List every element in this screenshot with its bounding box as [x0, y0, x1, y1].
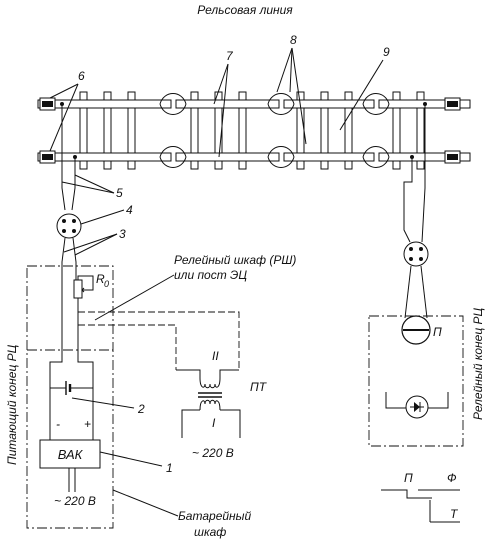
relay-cabinet	[368, 315, 464, 447]
callout-4: 4	[126, 203, 133, 217]
transformer-label: ПТ	[250, 380, 268, 394]
cable-box-feed	[56, 213, 82, 239]
feed-end-leads	[56, 102, 82, 330]
callouts: 6 7 8 9 5 4 3 2 1	[49, 33, 390, 475]
callout-8: 8	[290, 33, 297, 47]
callout-1: 1	[166, 461, 173, 475]
battery-cabinet-label-2: шкаф	[194, 525, 226, 539]
battery-circuit	[39, 330, 101, 492]
rail-connectors	[159, 93, 390, 168]
relay-end-leads	[403, 102, 429, 319]
mains-left: ~ 220 В	[54, 494, 96, 508]
relay-cabinet-label-2: или пост ЭЦ	[174, 268, 247, 282]
contact-f-label: Ф	[447, 471, 457, 485]
battery-cabinet-leader	[112, 489, 179, 517]
rail-track	[37, 91, 471, 170]
winding-II-label: II	[212, 349, 219, 363]
feed-end-label: Питающий конец РЦ	[5, 344, 19, 465]
mains-right: ~ 220 В	[192, 446, 234, 460]
callout-2: 2	[137, 402, 145, 416]
relay-cabinet-leader	[94, 274, 175, 321]
relay-end-label: Релейный конец РЦ	[471, 307, 485, 420]
cable-box-relay	[403, 241, 429, 267]
callout-7: 7	[226, 49, 234, 63]
battery-cabinet-label-1: Батарейный	[178, 509, 251, 523]
resistor-subscript: 0	[104, 279, 109, 289]
relay-cabinet-label-1: Релейный шкаф (РШ)	[174, 253, 296, 267]
transformer-pt	[181, 377, 241, 438]
callout-6: 6	[78, 69, 85, 83]
minus-sign: -	[56, 417, 60, 431]
relay-contacts	[381, 489, 460, 523]
feed-cabinet	[26, 265, 114, 529]
callout-9: 9	[383, 45, 390, 59]
sleepers	[79, 91, 425, 170]
vak-label: ВАК	[58, 447, 84, 462]
callout-5: 5	[116, 186, 123, 200]
insulating-joints	[39, 97, 461, 164]
contact-t-label: Т	[450, 507, 459, 521]
relay-label: П	[433, 325, 442, 339]
resistor-label: R	[96, 272, 105, 286]
resistor-r0: R 0	[73, 272, 109, 330]
diagram-title: Рельсовая линия	[197, 3, 293, 17]
dashed-transformer-link	[78, 311, 240, 378]
winding-I-label: I	[212, 416, 216, 430]
contact-p-label: П	[404, 471, 413, 485]
callout-3: 3	[119, 227, 126, 241]
plus-sign: +	[84, 417, 91, 431]
track-relay: П	[385, 315, 449, 419]
